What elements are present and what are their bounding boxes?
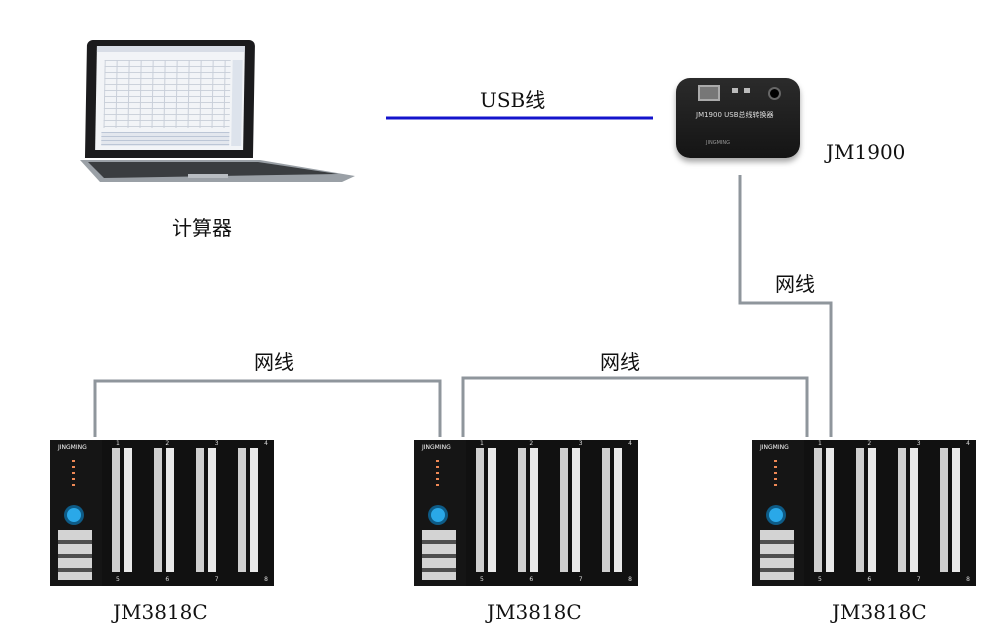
software-window bbox=[95, 46, 245, 150]
status-button-icon bbox=[431, 508, 445, 522]
module-brand: JINGMING bbox=[422, 444, 451, 451]
channel-number: 8 bbox=[628, 576, 632, 583]
usb-port-icon bbox=[768, 87, 781, 100]
module-brand: JINGMING bbox=[760, 444, 789, 451]
led-icon bbox=[744, 88, 750, 93]
channel-number: 5 bbox=[116, 576, 120, 583]
network-cable-label: 网线 bbox=[775, 272, 815, 296]
network-cable-label: 网线 bbox=[600, 350, 640, 374]
terminal-blocks bbox=[470, 448, 634, 572]
terminal-blocks bbox=[808, 448, 972, 572]
laptop-keyboard-base bbox=[80, 160, 355, 182]
channel-number: 6 bbox=[165, 576, 170, 583]
module-label: JM3818C bbox=[487, 600, 582, 624]
laptop-computer bbox=[80, 40, 355, 182]
ethernet-port-icon bbox=[698, 85, 720, 101]
acquisition-module-2: JINGMING 1 2 3 4 5 6 7 8 bbox=[414, 440, 638, 586]
acquisition-module-3: JINGMING 1 2 3 4 5 6 7 8 bbox=[752, 440, 976, 586]
channel-number: 5 bbox=[818, 576, 822, 583]
network-cable-module2-to-module3 bbox=[461, 376, 809, 437]
channel-number: 4 bbox=[264, 440, 268, 447]
converter-logo: JINGMING bbox=[706, 140, 730, 146]
channel-number: 2 bbox=[529, 440, 534, 447]
rj45-ports-icon bbox=[422, 530, 456, 580]
rj45-ports-icon bbox=[760, 530, 794, 580]
computer-label: 计算器 bbox=[172, 216, 232, 240]
status-button-icon bbox=[769, 508, 783, 522]
channel-number: 5 bbox=[480, 576, 484, 583]
acquisition-module-1: JINGMING 1 2 3 4 5 6 7 8 bbox=[50, 440, 274, 586]
channel-number: 1 bbox=[116, 440, 120, 447]
network-cable-module1-to-module2 bbox=[93, 379, 442, 437]
rj45-ports-icon bbox=[58, 530, 92, 580]
laptop-screen bbox=[84, 40, 256, 158]
module-label: JM3818C bbox=[832, 600, 927, 624]
status-led-icons bbox=[774, 460, 777, 490]
channel-number: 6 bbox=[867, 576, 872, 583]
channel-number: 4 bbox=[628, 440, 632, 447]
converter-label: JM1900 bbox=[826, 140, 906, 164]
channel-number: 3 bbox=[916, 440, 921, 447]
status-led-icons bbox=[436, 460, 439, 490]
usb-converter-device: JM1900 USB总线转换器 JINGMING bbox=[676, 78, 800, 158]
channel-number: 3 bbox=[578, 440, 583, 447]
channel-number: 8 bbox=[264, 576, 268, 583]
module-label: JM3818C bbox=[113, 600, 208, 624]
channel-number: 1 bbox=[480, 440, 484, 447]
channel-number: 4 bbox=[966, 440, 970, 447]
channel-number: 8 bbox=[966, 576, 970, 583]
channel-number: 1 bbox=[818, 440, 822, 447]
network-cable-label: 网线 bbox=[254, 350, 294, 374]
status-led-icons bbox=[72, 460, 75, 490]
channel-number: 2 bbox=[867, 440, 872, 447]
network-cable-converter-to-module3 bbox=[738, 175, 833, 437]
led-icon bbox=[732, 88, 738, 93]
status-button-icon bbox=[67, 508, 81, 522]
channel-number: 7 bbox=[214, 576, 219, 583]
usb-cable-label: USB线 bbox=[480, 88, 546, 112]
channel-number: 7 bbox=[916, 576, 921, 583]
module-brand: JINGMING bbox=[58, 444, 87, 451]
channel-number: 2 bbox=[165, 440, 170, 447]
channel-number: 7 bbox=[578, 576, 583, 583]
channel-number: 3 bbox=[214, 440, 219, 447]
terminal-blocks bbox=[106, 448, 270, 572]
channel-number: 6 bbox=[529, 576, 534, 583]
converter-body-text: JM1900 USB总线转换器 bbox=[696, 111, 774, 119]
